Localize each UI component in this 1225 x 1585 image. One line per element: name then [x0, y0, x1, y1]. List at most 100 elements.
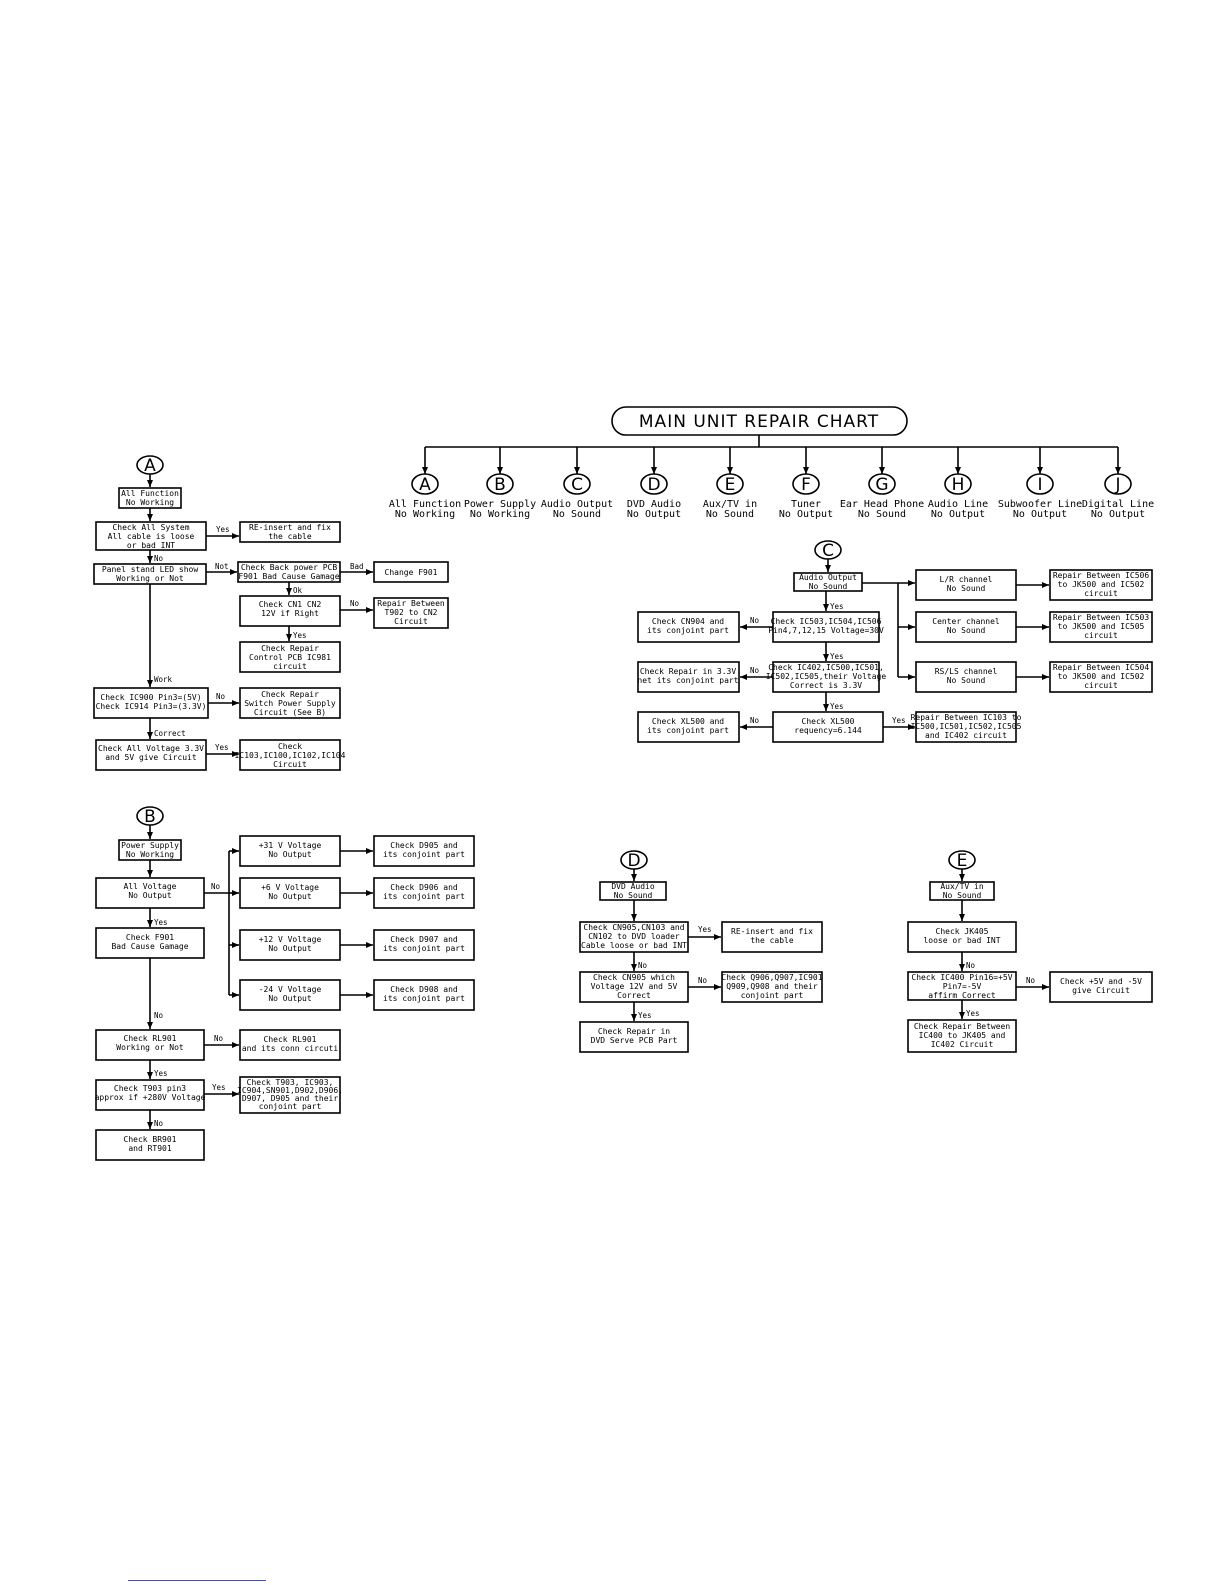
a-check-back-power-line: Check Back power PCB [241, 563, 338, 572]
category-I-letter: I [1037, 475, 1042, 495]
e-check-5v-line: Check +5V and -5V [1060, 977, 1142, 986]
svg-text:No: No [750, 716, 760, 725]
b-v31-line: +31 V Voltage [259, 841, 322, 850]
main-title: MAIN UNIT REPAIR CHART [639, 412, 879, 432]
svg-text:Yes: Yes [215, 743, 229, 752]
category-D-line2: No Output [627, 509, 681, 520]
a-check-all-system-line: or bad INT [127, 541, 175, 550]
svg-text:Yes: Yes [293, 631, 307, 640]
svg-text:No: No [698, 976, 708, 985]
d-check-cn905-voltage-line: Correct [617, 991, 651, 1000]
c-check-cn904-line: its conjoint part [647, 626, 729, 635]
category-A-line1: All Function [389, 499, 461, 510]
a-check-ic103-line: Check [278, 742, 302, 751]
c-center-line: Center channel [932, 617, 1000, 626]
b-d908-line: its conjoint part [383, 994, 465, 1003]
category-F-letter: F [801, 475, 811, 495]
c-rsls-line: No Sound [947, 676, 986, 685]
c-check-cn904-line: Check CN904 and [652, 617, 724, 626]
c-repair-ic103-line: and IC402 circuit [925, 731, 1007, 740]
svg-text:No: No [350, 599, 360, 608]
a-repair-t902-line: Circuit [394, 617, 428, 626]
a-panel-led-line: Panel stand LED show [102, 565, 199, 574]
svg-text:Correct: Correct [154, 729, 186, 738]
flow-E-letter: E [957, 851, 968, 871]
d-check-cn905-voltage-line: Voltage 12V and 5V [591, 982, 678, 991]
svg-text:Yes: Yes [216, 525, 230, 534]
category-C-circle [563, 473, 591, 495]
e-check-ic400-line: affirm Correct [928, 991, 996, 1000]
e-check-jk405-line: Check JK405 [936, 927, 989, 936]
c-check-xl500-part-line: its conjoint part [647, 726, 729, 735]
svg-text:Bad: Bad [350, 562, 364, 571]
svg-text:No: No [1026, 976, 1036, 985]
b-rl901-circuit-line: Check RL901 [264, 1035, 317, 1044]
b-v31-line: No Output [268, 850, 312, 859]
a-check-ic900-line: Check IC914 Pin3=(3.3V) [96, 702, 207, 711]
svg-text:No: No [154, 554, 164, 563]
e-repair-ic400-line: Check Repair Between [914, 1022, 1011, 1031]
b-d906-line: its conjoint part [383, 892, 465, 901]
b-all-voltage-line: No Output [128, 891, 172, 900]
a-change-f901: Change F901 [385, 568, 438, 577]
c-check-3v3-line: Check Repair in 3.3V [640, 667, 737, 676]
category-J-line1: Digital Line [1082, 499, 1154, 510]
category-B-line1: Power Supply [464, 499, 536, 510]
category-F-line1: Tuner [791, 499, 821, 510]
category-C-line1: Audio Output [541, 499, 613, 510]
c-start-line: No Sound [809, 582, 848, 591]
category-B-circle [486, 473, 514, 495]
svg-text:Ok: Ok [293, 586, 303, 595]
b-check-rl901-line: Check RL901 [124, 1034, 177, 1043]
c-repair-ic103-line: IC500,IC501,IC502,IC505 [911, 722, 1022, 731]
c-repair-ic506-line: Repair Between IC506 [1053, 571, 1150, 580]
b-d905-line: its conjoint part [383, 850, 465, 859]
d-dvd-serve-line: Check Repair in [598, 1027, 670, 1036]
category-H-letter: H [952, 475, 965, 495]
b-start-line: Power Supply [121, 841, 179, 850]
a-check-ic103-line: Circuit [273, 760, 307, 769]
category-C-line2: No Sound [553, 509, 601, 520]
d-check-q906-line: Check Q906,Q907,IC901 [721, 973, 822, 982]
a-control-pcb-line: Check Repair [261, 644, 319, 653]
b-check-t903-ic903-line: Check T903, IC903, [247, 1078, 334, 1087]
category-D-circle [640, 473, 668, 495]
svg-text:Not: Not [215, 562, 229, 571]
a-check-all-system-line: Check All System [112, 523, 189, 532]
e-repair-ic400-line: IC400 to JK405 and [919, 1031, 1006, 1040]
category-E-line2: No Sound [706, 509, 754, 520]
b-check-t903-ic903-line: conjoint part [259, 1102, 322, 1111]
category-G-letter: G [875, 475, 888, 495]
c-repair-ic503-line: to JK500 and IC505 [1058, 622, 1145, 631]
e-start-line: No Sound [943, 891, 982, 900]
d-check-cn905-voltage-line: Check CN905 which [593, 973, 675, 982]
